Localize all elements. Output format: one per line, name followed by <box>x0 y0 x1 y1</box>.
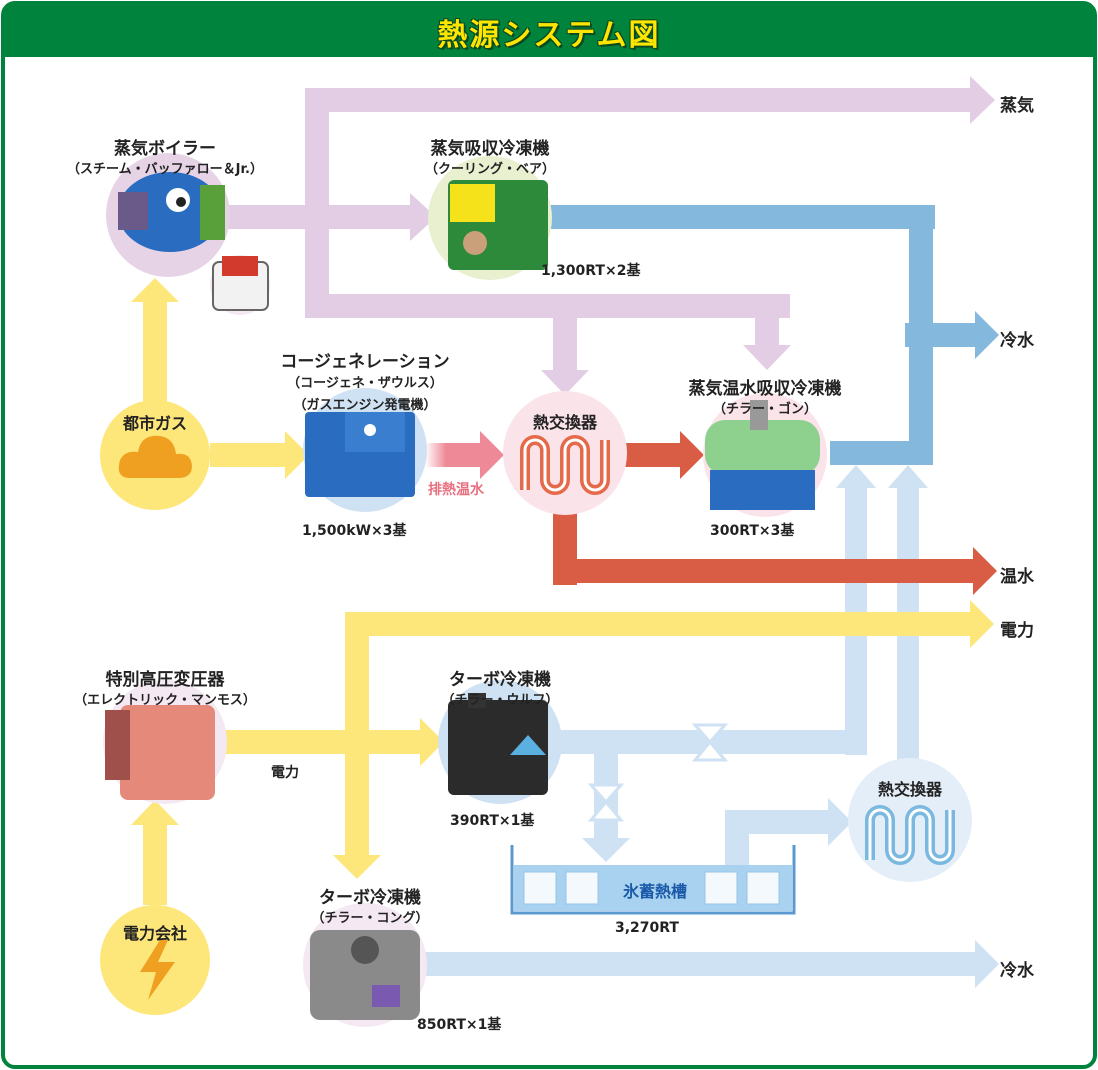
output-chilled-top-label: 冷水 <box>1000 331 1034 351</box>
turbo-wolf-name: ターボ冷凍機 <box>449 670 551 690</box>
steam-absorber-capacity: 1,300RT×2基 <box>541 263 641 279</box>
boiler-illustration <box>106 153 270 315</box>
hot-water-flow <box>553 431 997 595</box>
hw-absorber-name: 蒸気温水吸収冷凍機 <box>688 379 842 399</box>
hw-absorber-nickname: （チラー・ゴン） <box>712 402 817 417</box>
turbo-wolf-capacity: 390RT×1基 <box>450 813 535 829</box>
turbo-kong-illustration <box>303 903 427 1027</box>
heat-exchanger-bottom-illustration <box>848 758 972 882</box>
cogen-name: コージェネレーション <box>280 352 450 372</box>
transformer-nickname: （エレクトリック・マンモス） <box>74 693 256 708</box>
page-title: 熱源システム図 <box>437 18 661 53</box>
header-bar <box>3 3 1095 57</box>
steam-absorber-illustration <box>428 156 552 280</box>
ice-tank-label: 氷蓄熱槽 <box>622 882 687 901</box>
hw-absorber-illustration <box>703 393 827 517</box>
steam-flow <box>225 76 995 395</box>
output-power-label: 電力 <box>1000 621 1034 641</box>
ice-tank-illustration <box>510 845 796 915</box>
ice-tank-capacity: 3,270RT <box>615 920 679 936</box>
power-company-illustration <box>100 905 210 1015</box>
city-gas-label: 都市ガス <box>122 414 187 433</box>
turbo-kong-name: ターボ冷凍機 <box>319 888 421 908</box>
cogen-capacity: 1,500kW×3基 <box>302 523 407 539</box>
transformer-illustration <box>103 680 227 804</box>
turbo-kong-capacity: 850RT×1基 <box>417 1017 502 1033</box>
power-company-label: 電力会社 <box>122 924 187 943</box>
output-hot-water-label: 温水 <box>1000 567 1034 587</box>
heat-exchanger-top-illustration <box>503 391 627 515</box>
hw-absorber-capacity: 300RT×3基 <box>710 523 795 539</box>
cogen-nickname: （コージェネ・ザウルス） <box>287 376 443 391</box>
heat-exchanger-bottom-label: 熱交換器 <box>877 780 942 799</box>
cogen-nickname-2: （ガスエンジン発電機） <box>293 398 437 413</box>
turbo-wolf-illustration <box>438 680 562 804</box>
transformer-name: 特別高圧変圧器 <box>105 670 225 690</box>
exhaust-heat-label: 排熱温水 <box>428 482 484 498</box>
power-line-label: 電力 <box>271 765 299 781</box>
boiler-name: 蒸気ボイラー <box>114 139 216 159</box>
boiler-nickname: （スチーム・バッファロー＆Jr.） <box>67 162 263 177</box>
turbo-kong-nickname: （チラー・コング） <box>311 911 429 926</box>
exhaust-flow <box>425 431 504 479</box>
cogen-illustration <box>303 388 427 512</box>
steam-absorber-nickname: （クーリング・ベア） <box>424 162 555 177</box>
turbo-wolf-nickname: （チラー・ウルフ） <box>441 693 559 708</box>
output-chilled-bottom-label: 冷水 <box>1000 961 1034 981</box>
chilled-water-flow <box>545 205 999 465</box>
heat-exchanger-top-label: 熱交換器 <box>532 413 597 432</box>
output-steam-label: 蒸気 <box>1000 96 1034 116</box>
power-flow <box>131 278 994 905</box>
city-gas-illustration <box>100 400 210 510</box>
steam-absorber-name: 蒸気吸収冷凍機 <box>430 139 550 159</box>
